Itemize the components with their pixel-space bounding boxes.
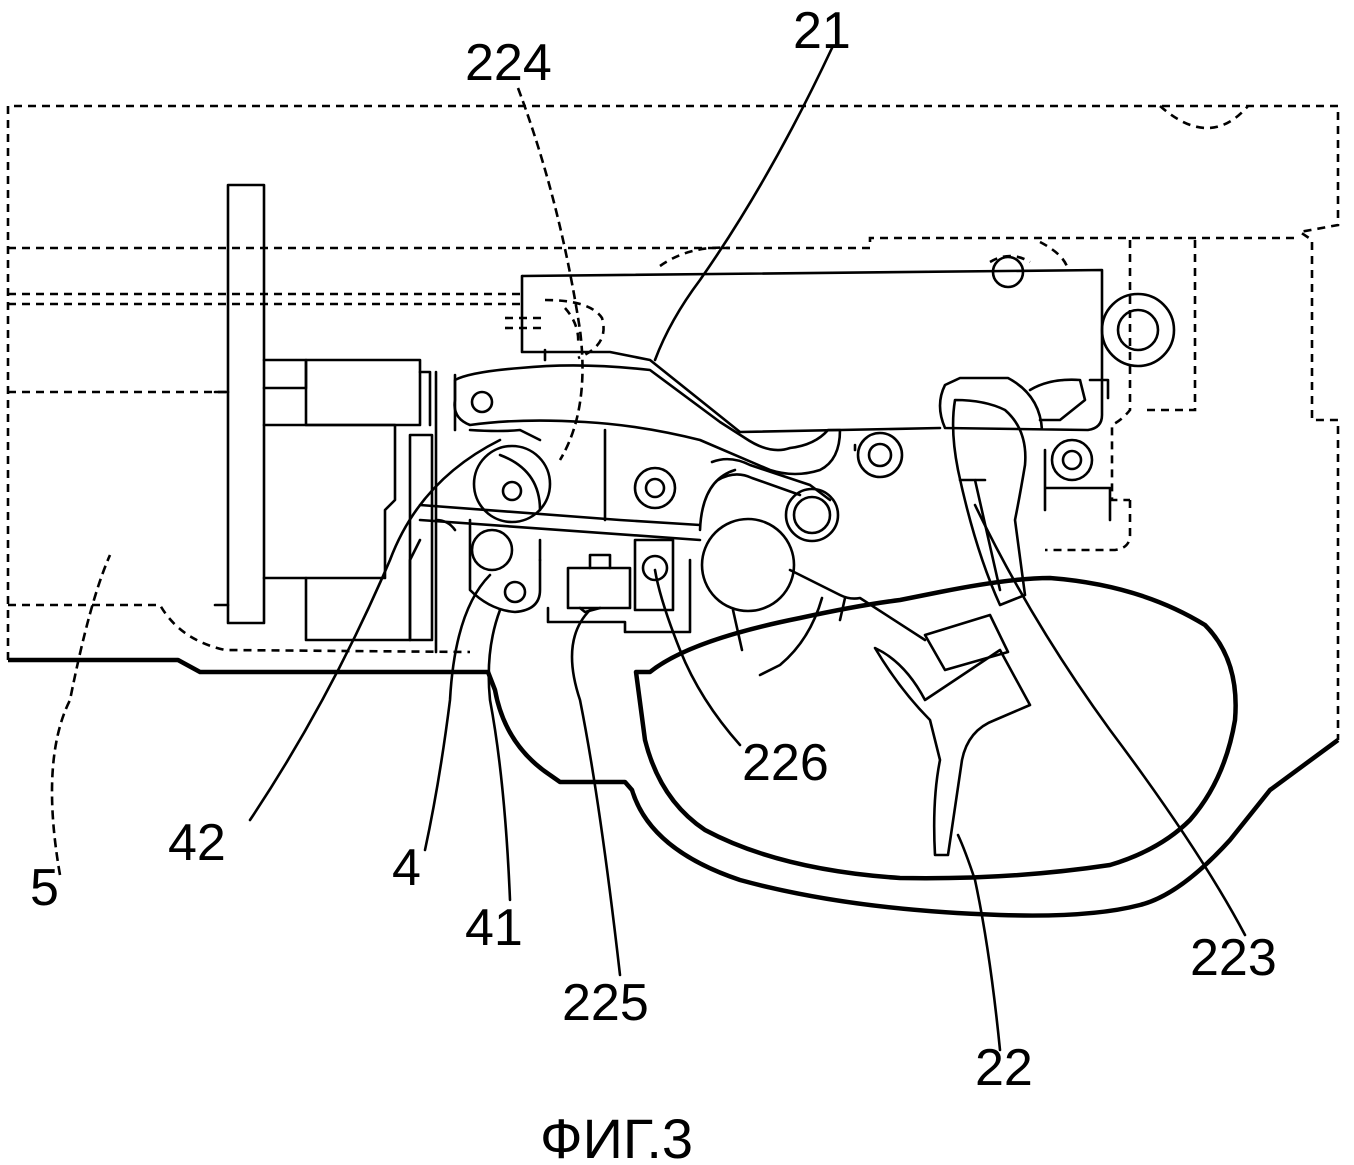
label-226: 226 xyxy=(742,734,829,792)
trigger xyxy=(731,398,1112,857)
label-224: 224 xyxy=(465,34,552,92)
reference-labels: 224 21 226 42 5 4 41 225 223 22 ФИГ.3 xyxy=(30,2,1277,1165)
slide-block xyxy=(520,255,1176,434)
safety-slider xyxy=(538,538,692,634)
label-41: 41 xyxy=(465,899,523,957)
label-4: 4 xyxy=(392,839,421,897)
label-42: 42 xyxy=(168,814,226,872)
leader-lines xyxy=(50,46,1247,1052)
label-223: 223 xyxy=(1190,929,1277,987)
hammer-lever xyxy=(453,364,904,522)
left-mechanism xyxy=(213,183,547,654)
figure-caption: ФИГ.3 xyxy=(540,1107,693,1165)
label-21: 21 xyxy=(793,2,851,60)
label-22: 22 xyxy=(975,1039,1033,1097)
label-225: 225 xyxy=(562,974,649,1032)
label-5: 5 xyxy=(30,859,59,917)
housing-outline xyxy=(6,104,1340,740)
spring-assembly xyxy=(418,428,840,613)
